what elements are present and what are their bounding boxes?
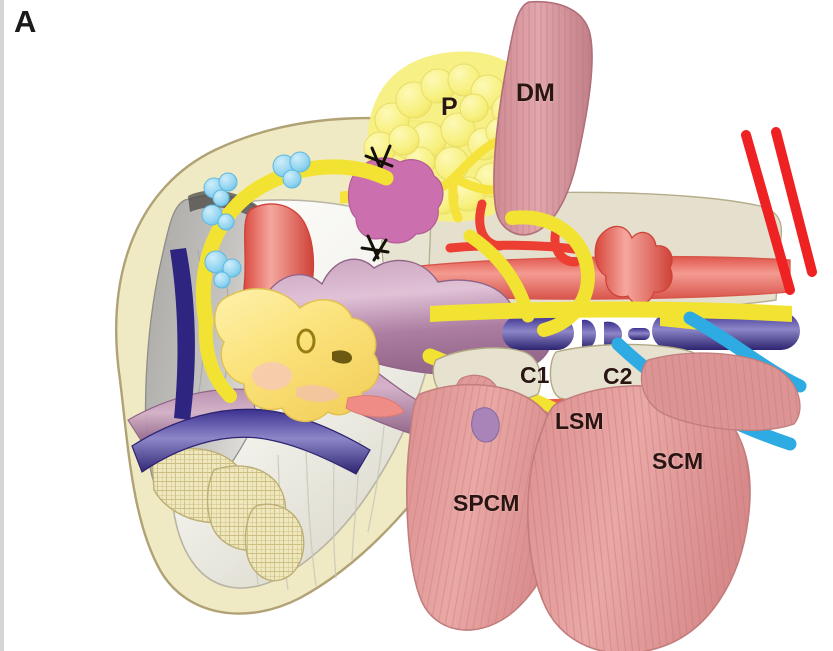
round-window (332, 350, 352, 364)
node-cluster-3 (201, 204, 235, 231)
oval-window (296, 328, 316, 354)
nerve-band-horizontal (430, 301, 792, 322)
eustachian-tube-tip (345, 395, 405, 418)
cervical-plexus-nerve-group (471, 407, 500, 443)
lymphatic-nerve-chain-group (196, 151, 792, 447)
small-artery-hooks (445, 199, 587, 267)
digastric-striations (493, 1, 593, 235)
nerve-stub-right (660, 312, 700, 330)
c1-nerve-root (471, 407, 500, 443)
occipital-artery-branching (594, 225, 673, 305)
spcm-striations (406, 384, 567, 631)
labyrinth-highlight (296, 385, 340, 402)
node-cluster-1 (203, 172, 238, 207)
nerve-filament (628, 328, 650, 340)
spinal-accessory-nerve-lower (131, 408, 371, 475)
panel-letter: A (14, 4, 37, 39)
scm-striations (527, 385, 750, 651)
cochlea-promontory (252, 362, 292, 390)
node-cluster-2 (272, 151, 311, 189)
vertical-arteries-right (741, 127, 817, 295)
nerve-ganglion-a (582, 319, 596, 349)
left-edge-rule (0, 0, 4, 651)
facial-nerve-arc (196, 159, 394, 330)
scm-sup-striations (641, 353, 800, 431)
cancellous-bone-mesh (151, 447, 305, 582)
muscles-group (406, 352, 801, 651)
digastric-muscle-group (493, 0, 593, 236)
facial-nerve-descending (198, 315, 237, 403)
node-cluster-4 (204, 250, 242, 289)
inner-ear-labyrinth-group (214, 288, 405, 422)
nerve-vertical-strip (170, 248, 195, 420)
